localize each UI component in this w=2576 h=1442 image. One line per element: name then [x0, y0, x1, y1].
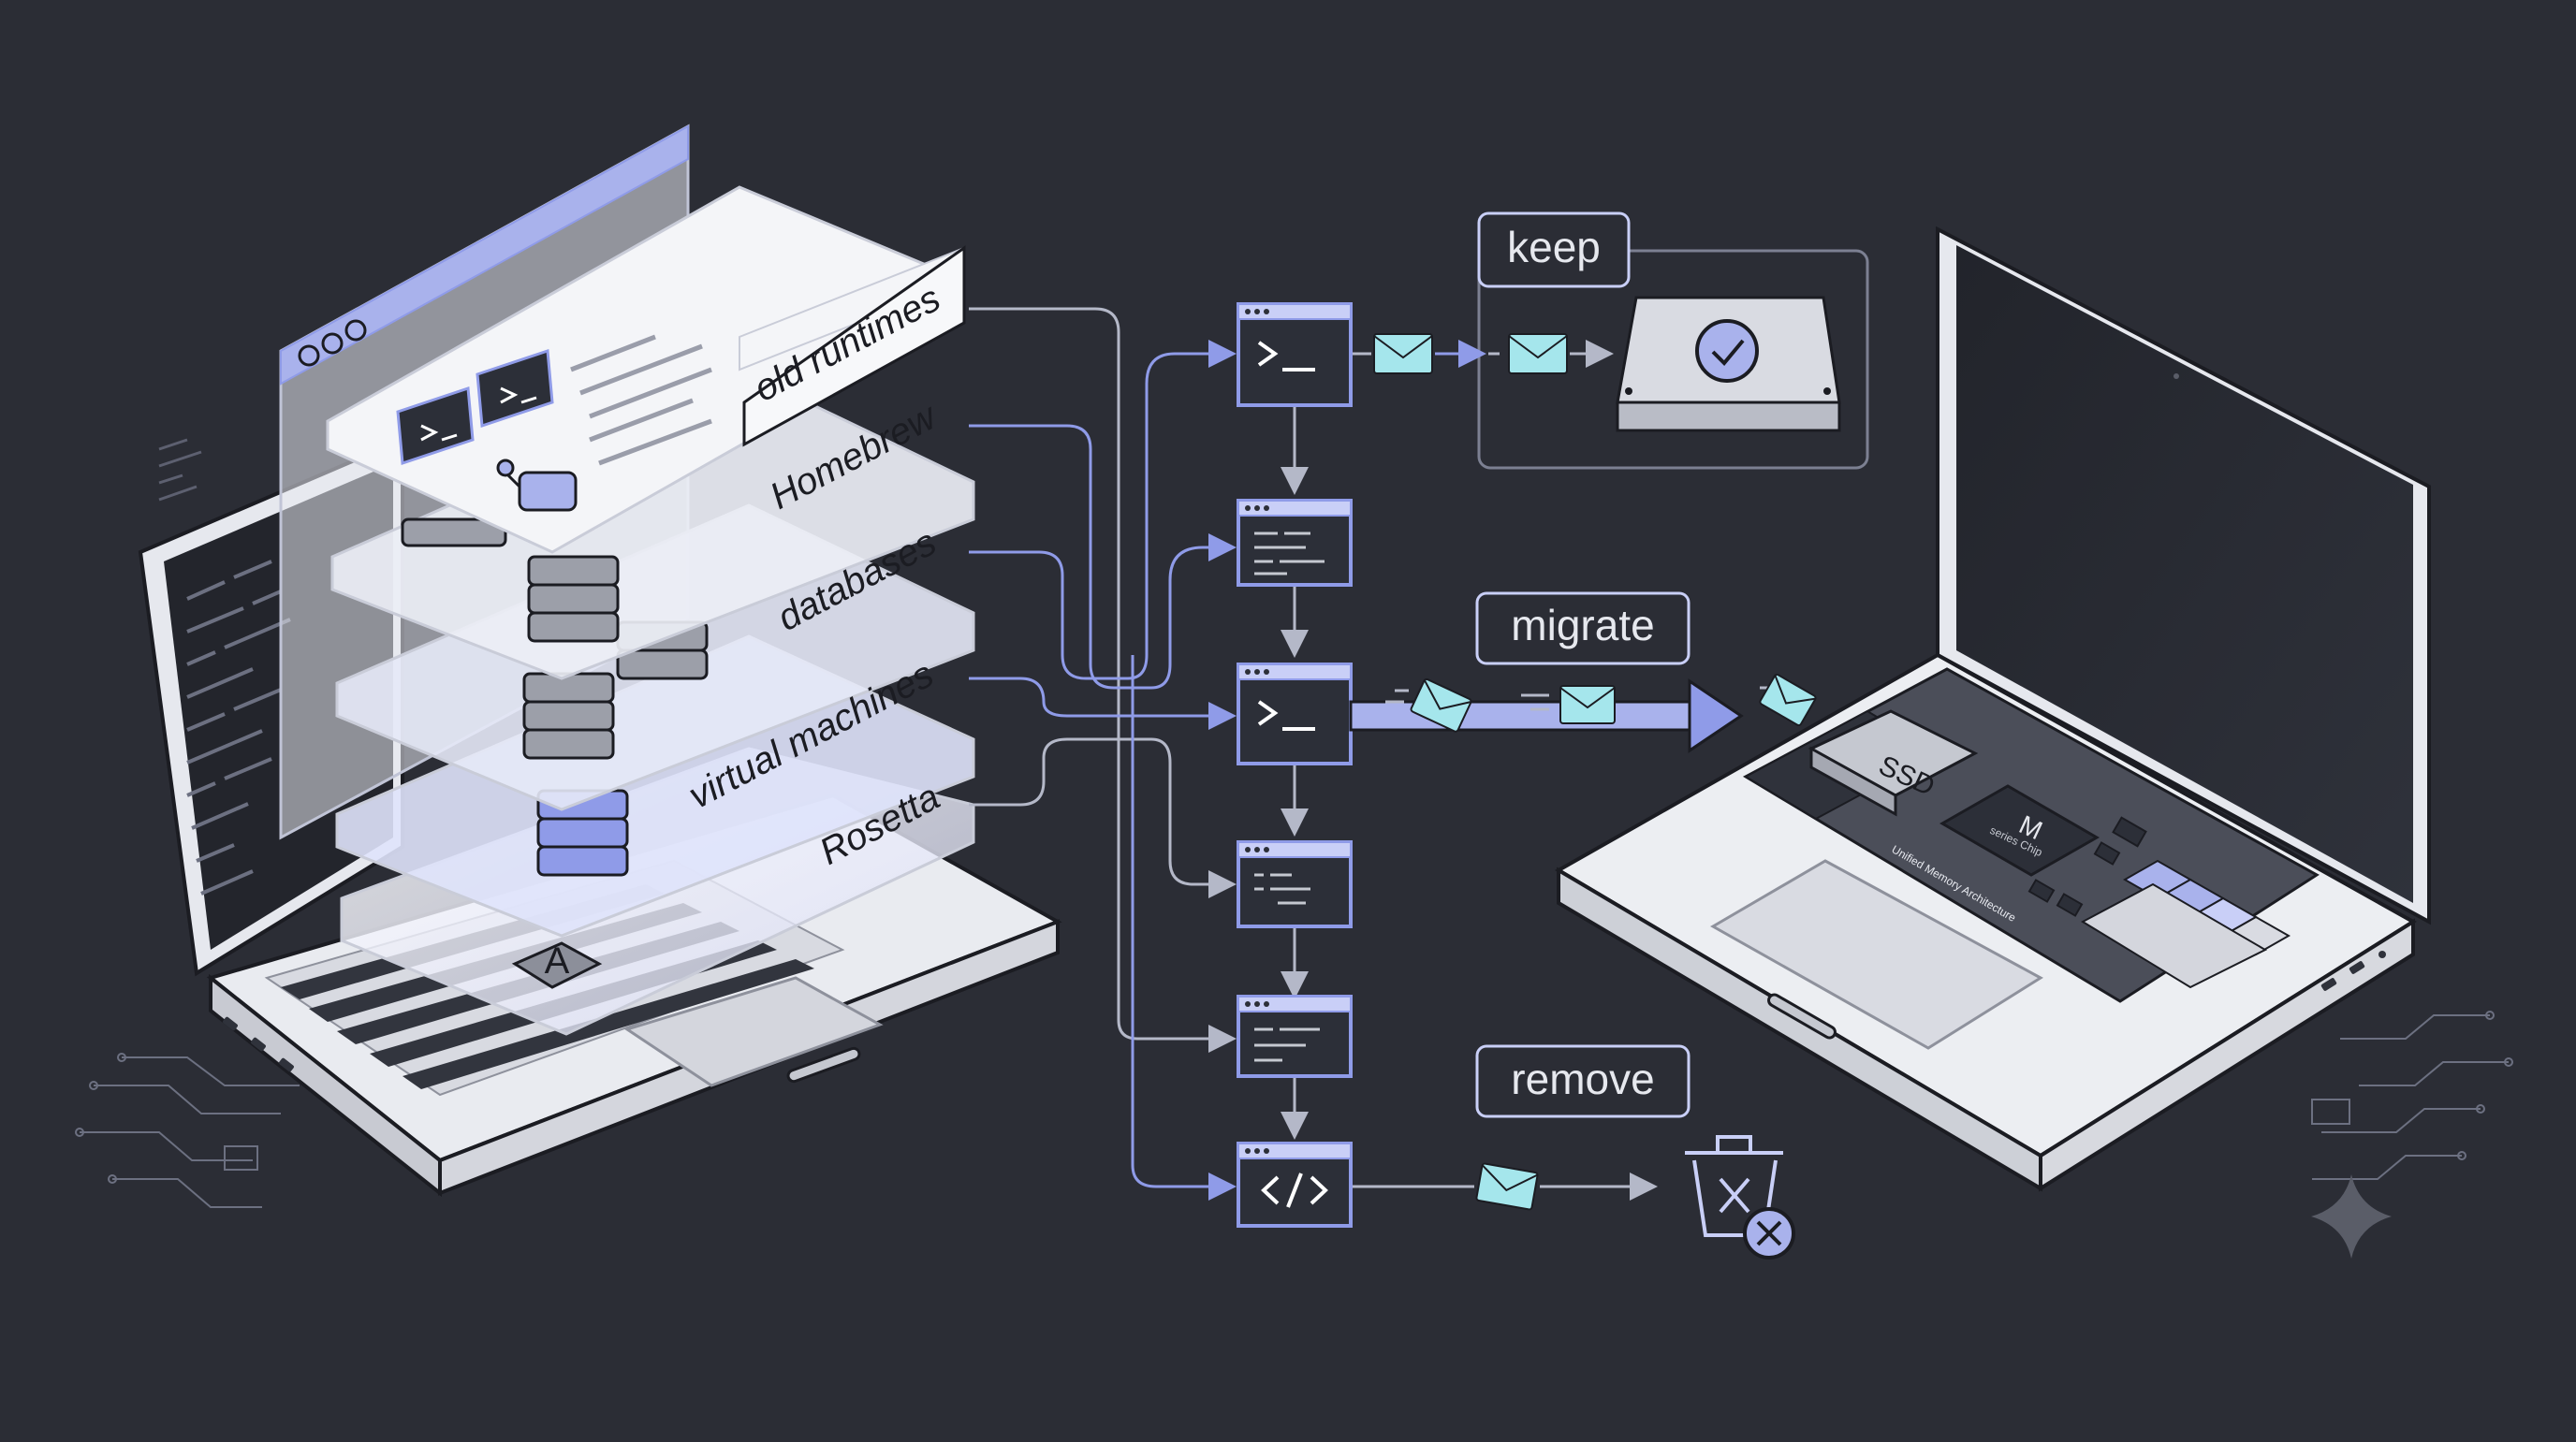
- migrate-arrow: [1349, 678, 1744, 753]
- terminal-window-4: [1237, 840, 1353, 928]
- terminal-icon: [476, 348, 554, 429]
- envelope-icon: [1759, 674, 1817, 726]
- remove-label-box: [1475, 1044, 1690, 1118]
- envelope-icon: [1373, 333, 1433, 374]
- terminal-icon: [396, 386, 475, 466]
- circuit-traces-left: [75, 1053, 300, 1208]
- terminal-icon: [1257, 341, 1279, 367]
- remove-branch: remove: [1353, 1044, 1795, 1260]
- envelope-icon: [1410, 677, 1472, 733]
- new-laptop: SSD M series Chip Unified Memory Archite…: [1555, 226, 2431, 1192]
- envelope-icon: [1508, 333, 1568, 374]
- screen-code-lines: [186, 560, 291, 896]
- ssd-module: SSD: [1808, 709, 1979, 817]
- drive-icon: [1616, 296, 1841, 432]
- envelope-icon: [1559, 685, 1616, 724]
- server-icon: [522, 672, 615, 760]
- terminal-window-2: [1237, 499, 1353, 587]
- keep-branch: keep: [1353, 211, 1869, 470]
- watering-can-icon: [496, 459, 578, 512]
- terminal-window-5: [1237, 995, 1353, 1078]
- migrate-label: migrate: [1511, 601, 1654, 649]
- terminal-window-3: [1237, 663, 1353, 765]
- terminal-window-1: [1237, 302, 1353, 407]
- app-icon-letter: A: [545, 940, 570, 982]
- layer-connectors: [969, 307, 1237, 1201]
- keep-label: keep: [1507, 223, 1601, 271]
- circuit-traces-right: [2311, 1011, 2513, 1180]
- process-column: [1237, 302, 1353, 1228]
- layer-stack: A: [326, 185, 975, 1036]
- apple-chip: M series Chip: [1939, 784, 2100, 877]
- code-icon: [1261, 1173, 1328, 1208]
- keep-label-box: [1477, 211, 1631, 288]
- remove-label: remove: [1511, 1055, 1654, 1103]
- server-icon: [401, 517, 507, 547]
- close-icon: [1743, 1207, 1795, 1260]
- board-chips: [2027, 816, 2147, 917]
- memory-modules: [2080, 859, 2291, 989]
- sparkle-icon: [2311, 1174, 2392, 1259]
- trash-icon: [1685, 1135, 1783, 1237]
- migrate-label-box: [1475, 591, 1690, 665]
- envelope-icon: [1475, 1162, 1539, 1211]
- terminal-window-6: [1237, 1142, 1353, 1228]
- migrate-branch: migrate: [1349, 591, 1817, 753]
- speed-dashes: [1385, 686, 1783, 711]
- check-icon: [1695, 319, 1759, 383]
- terminal-icon: [1257, 700, 1279, 726]
- layer-old-runtimes: [326, 185, 966, 554]
- server-icon: [536, 789, 629, 877]
- layer-homebrew: [330, 372, 975, 680]
- app-icon: A: [511, 940, 603, 989]
- text-lines: [570, 334, 712, 466]
- floating-code-lines-left: [158, 438, 202, 502]
- server-icon: [527, 555, 620, 643]
